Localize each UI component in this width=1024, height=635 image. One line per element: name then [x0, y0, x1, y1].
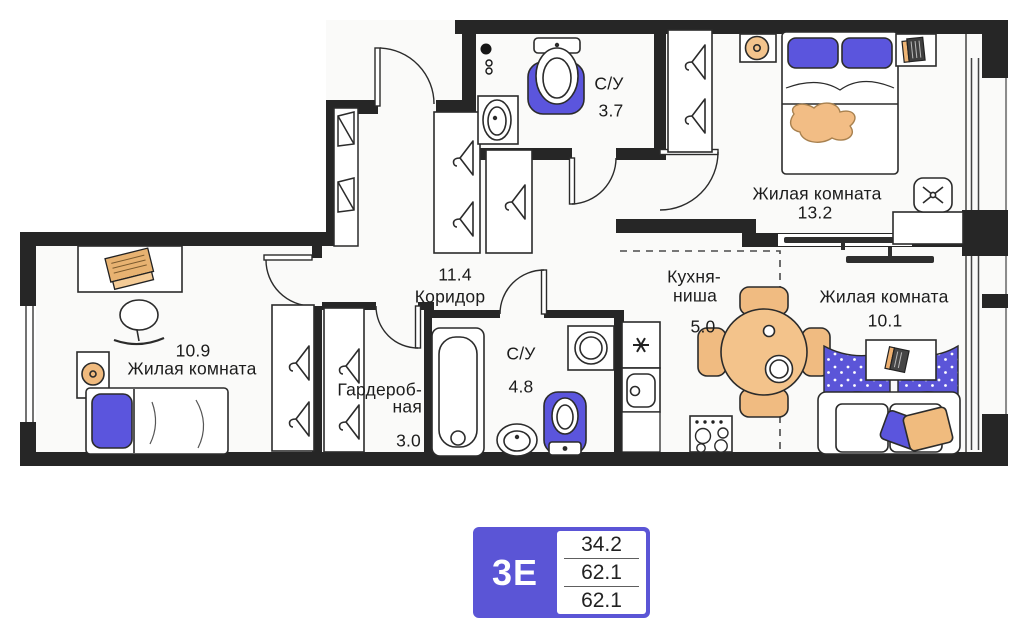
area-value-total: 62.1: [564, 586, 639, 614]
room-label-bathroom-top-name: С/У: [594, 73, 624, 94]
desk-chair: [113, 299, 165, 346]
room-label-room-left-area: 10.9: [175, 340, 211, 361]
room-label-bathroom-main-area: 4.8: [508, 376, 534, 397]
apartment-type-badge: 3Е 34.2 62.1 62.1: [473, 527, 650, 618]
stove-icon: [689, 415, 733, 453]
room-label-bathroom-top-area: 3.7: [598, 100, 624, 121]
room-label-room-left-name: Жилая комната: [127, 358, 257, 379]
single-bed: [85, 387, 229, 455]
pedestal-sink-icon: [496, 423, 538, 457]
area-values: 34.2 62.1 62.1: [557, 531, 646, 614]
room-label-living-right-area: 10.1: [867, 310, 903, 331]
nightstand-books: [895, 33, 937, 67]
sink-icon: [477, 95, 519, 145]
room-label-corridor-area: 11.4: [438, 264, 472, 285]
area-value-living: 34.2: [581, 532, 622, 556]
room-label-wardrobe-line1: Гардероб-: [337, 379, 422, 400]
washing-machine-icon: [567, 325, 615, 371]
toilet-icon: [543, 391, 587, 456]
room-label-kitchen-line1: Кухня-: [667, 266, 721, 287]
wall-niche: [333, 107, 359, 247]
desk-laptop: [77, 245, 183, 293]
radiators: [778, 211, 964, 263]
kitchen-sink-icon: [621, 367, 661, 453]
book-icon: [884, 346, 910, 374]
books-icon: [901, 36, 926, 63]
room-label-kitchen-area: 5.0: [690, 316, 716, 337]
room-label-bedroom-area: 13.2: [797, 202, 833, 223]
nightstand-lamp: [739, 33, 777, 63]
dining-set: [697, 286, 831, 418]
room-label-corridor-name: Коридор: [414, 286, 486, 307]
air-conditioner-icon: [913, 177, 953, 213]
room-label-living-right-name: Жилая комната: [819, 286, 949, 307]
sofa-icon: [817, 391, 961, 455]
room-label-kitchen-line2: ниша: [672, 285, 718, 306]
toilet-icon: [527, 37, 585, 115]
fridge-icon: [621, 321, 661, 369]
room-label-wardrobe-area: 3.0: [396, 430, 421, 451]
room-label-bathroom-main-name: С/У: [506, 343, 536, 364]
riser-marks: [480, 43, 493, 75]
double-bed: [781, 31, 899, 175]
kitchen-zone-dashed-line: [620, 250, 781, 452]
area-value-main: 62.1: [564, 558, 639, 586]
room-label-wardrobe-line2: ная: [392, 396, 422, 417]
room-label-bedroom-name: Жилая комната: [752, 183, 882, 204]
tv-table: [865, 339, 937, 381]
bathtub-icon: [431, 327, 485, 457]
plan-type-label: 3Е: [491, 551, 539, 593]
laptop-icon: [104, 247, 155, 291]
